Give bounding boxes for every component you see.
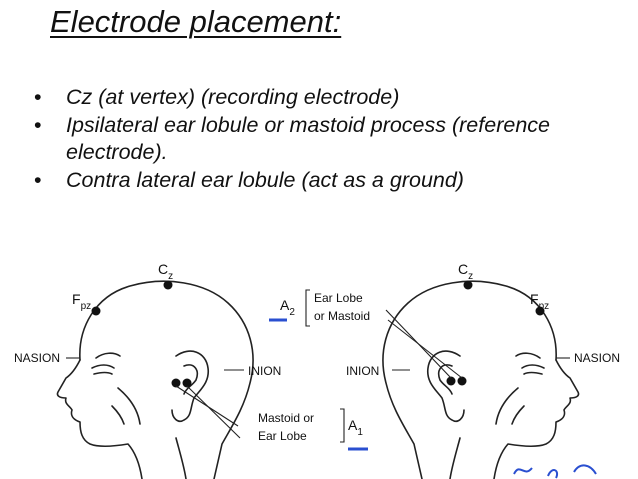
electrode-a2-mastoid-right bbox=[457, 376, 467, 386]
electrode-placement-figure: Cz Fpz NASION INION Cz Fpz NASION INION … bbox=[0, 248, 638, 479]
bullet-item-reference: • Ipsilateral ear lobule or mastoid proce… bbox=[34, 112, 624, 166]
label-inion-right: INION bbox=[346, 364, 379, 378]
bullet-item-ground: • Contra lateral ear lobule (act as a gro… bbox=[34, 167, 624, 194]
label-ear-lobe-top: Ear Lobe bbox=[314, 291, 363, 305]
electrode-a1-earlobe-left bbox=[182, 378, 192, 388]
bullet-list: • Cz (at vertex) (recording electrode) • I… bbox=[34, 84, 624, 195]
bullet-item-cz: • Cz (at vertex) (recording electrode) bbox=[34, 84, 624, 111]
electrode-fpz-left bbox=[91, 306, 101, 316]
label-nasion-left: NASION bbox=[14, 351, 60, 365]
electrode-cz-left bbox=[163, 280, 173, 290]
label-cz-left: Cz bbox=[158, 261, 173, 282]
bullet-dot: • bbox=[34, 168, 42, 192]
right-head bbox=[382, 280, 580, 479]
bullet-dot: • bbox=[34, 85, 42, 109]
label-cz-right: Cz bbox=[458, 261, 473, 282]
label-fpz-right: Fpz bbox=[530, 291, 549, 312]
electrode-a2-earlobe-right bbox=[446, 376, 456, 386]
handwriting-scribble bbox=[513, 464, 597, 479]
bullet-text: Cz (at vertex) (recording electrode) bbox=[66, 85, 400, 109]
electrode-cz-right bbox=[463, 280, 473, 290]
slide-title: Electrode placement: bbox=[50, 4, 342, 39]
electrode-a1-mastoid-left bbox=[171, 378, 181, 388]
bullet-dot: • bbox=[34, 113, 42, 137]
label-nasion-right: NASION bbox=[574, 351, 620, 365]
electrode-fpz-right bbox=[535, 306, 545, 316]
label-mastoid-or: Mastoid or bbox=[258, 411, 314, 425]
label-or-mastoid: or Mastoid bbox=[314, 309, 370, 323]
label-fpz-left: Fpz bbox=[72, 291, 91, 312]
electrode-diagram: Cz Fpz NASION INION Cz Fpz NASION INION … bbox=[14, 261, 620, 479]
label-ear-lobe-bottom: Ear Lobe bbox=[258, 429, 307, 443]
electrodes bbox=[91, 280, 545, 388]
bullet-text: Contra lateral ear lobule (act as a grou… bbox=[66, 168, 464, 192]
label-a2: A2 bbox=[280, 297, 295, 318]
leader-lines bbox=[66, 289, 570, 443]
label-a1: A1 bbox=[348, 417, 363, 438]
left-head bbox=[56, 280, 254, 479]
bullet-text: Ipsilateral ear lobule or mastoid proces… bbox=[66, 113, 550, 164]
label-inion-left: INION bbox=[248, 364, 281, 378]
